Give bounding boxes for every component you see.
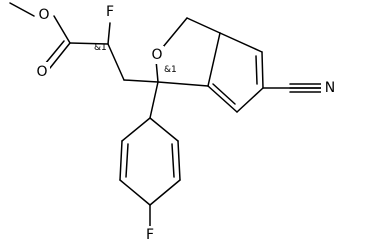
bond-c4-c5-inner [255,55,258,85]
label-bg [148,46,164,64]
bond-layer [9,2,322,227]
atom-label-layer: O O F O N F [34,3,337,244]
bond-aryl-4-inner [171,143,175,178]
bond-quaternary-c7a [157,81,209,87]
label-bg [102,3,118,21]
stereo-label-quaternary: &1 [164,65,177,75]
bond-c3a-c4 [219,32,263,53]
atom-o-carbonyl: O [36,64,47,80]
atom-n-nitrile: N [325,80,335,96]
bond-ringo-ch2 [162,17,188,48]
bond-quaternary-aryl [149,81,159,119]
label-bg [34,62,50,80]
bond-carbonyl-alpha [69,42,109,45]
bond-alpha-ch2 [107,43,125,81]
bond-methyl-o [9,2,35,17]
atom-f-alpha: F [106,4,114,20]
bond-aryl-1 [121,117,151,142]
atom-o-ring: O [151,47,162,63]
atom-f-aryl: F [146,227,154,243]
bond-carbonyl-double-a [49,42,71,69]
atom-o-methoxy: O [38,7,49,23]
stereo-label-layer: &1 &1 [94,43,177,75]
bond-ch2-c3a [186,17,221,34]
label-bg [321,79,337,97]
bond-c6-c7a [207,85,238,113]
bond-ch2-quaternary [123,79,159,83]
bond-aryl-6 [149,179,181,206]
bond-c4-c5 [261,51,264,89]
label-bg [142,226,158,244]
stereo-label-alpha: &1 [94,43,107,53]
bond-aryl-3-inner [125,143,129,178]
bond-aryl-5 [119,179,151,206]
bond-c5-c6 [236,87,264,113]
bond-o-carbonyl [53,15,71,44]
bond-alpha-f [107,22,111,45]
bond-aryl-4 [177,140,181,181]
bond-aryl-2 [149,117,179,142]
bond-aryl-3 [119,140,123,181]
bond-c6-c7a-inner [212,83,236,105]
label-bg [36,6,52,24]
bond-c3a-c7a [207,32,221,87]
bond-carbonyl-double-b [44,40,65,65]
